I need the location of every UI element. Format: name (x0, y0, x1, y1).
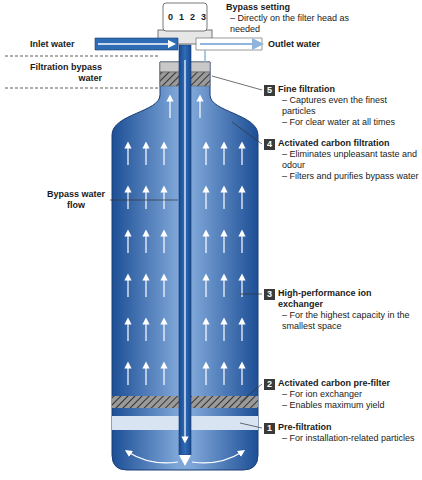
callout-box: 4 (264, 139, 275, 150)
part-note: – For ion exchanger (282, 389, 419, 400)
part-heading: Activated carbon pre-filter (278, 378, 419, 389)
zone-label: Filtration bypass water (20, 62, 102, 84)
callout-number: 4 (267, 139, 272, 149)
dial-number: 2 (188, 12, 197, 23)
callout-box: 1 (264, 423, 275, 434)
part-note: – Filters and purifies bypass water (282, 171, 419, 182)
dial-number: 1 (177, 12, 186, 23)
callout-number: 1 (267, 423, 272, 433)
flow-label: Bypass water flow (44, 189, 108, 211)
dial-number: 3 (199, 12, 208, 23)
part-heading: High-performance ion exchanger (278, 288, 419, 310)
part-note: – For installation-related particles (282, 433, 419, 444)
part-heading: Fine filtration (278, 84, 419, 95)
callout-number: 5 (267, 85, 272, 95)
part-heading: Bypass setting (226, 2, 386, 13)
part-note: – For clear water at all times (282, 117, 419, 128)
callout-number: 3 (267, 289, 272, 299)
callout-box: 3 (264, 289, 275, 300)
callout-number: 2 (267, 379, 272, 389)
dial-number: 0 (166, 12, 175, 23)
part-note: – Eliminates unpleasant taste and odour (282, 149, 419, 171)
flow-label: Inlet water (30, 39, 92, 50)
part-note: – Directly on the filter head as needed (230, 13, 350, 35)
part-heading: Activated carbon filtration (278, 138, 419, 149)
part-note: – For the highest capacity in the smalle… (282, 310, 419, 332)
part-note: – Enables maximum yield (282, 400, 419, 411)
part-note: – Captures even the finest particles (282, 95, 419, 117)
callout-box: 2 (264, 379, 275, 390)
flow-label: Outlet water (268, 39, 348, 50)
part-heading: Pre-filtration (278, 422, 419, 433)
callout-box: 5 (264, 85, 275, 96)
